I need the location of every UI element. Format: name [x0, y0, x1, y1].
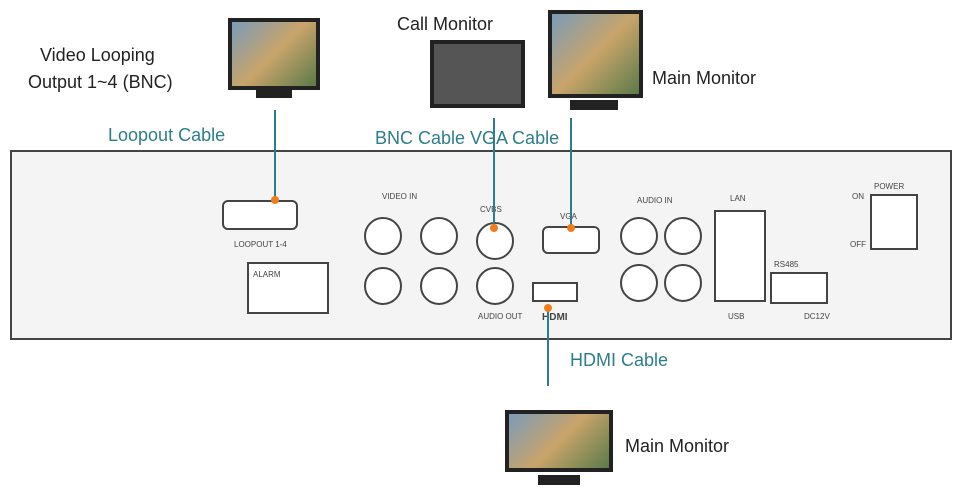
vga-port[interactable] — [542, 226, 600, 254]
bnc-vga-cable-label: BNC Cable VGA Cable — [375, 128, 560, 148]
vga-cable — [570, 118, 572, 228]
hdmi-cable-label: HDMI Cable — [570, 350, 669, 370]
video-looping-label: Video Looping — [40, 45, 155, 65]
hdmi-cable — [547, 310, 549, 386]
power-label: POWER — [874, 182, 905, 191]
rs485-label: RS485 — [774, 260, 799, 269]
bnc-cable — [493, 118, 495, 228]
hdmi-label: HDMI — [542, 312, 568, 323]
video-in-4[interactable] — [364, 267, 402, 305]
rs485-terminal[interactable] — [770, 272, 828, 304]
audio-in-1[interactable] — [664, 217, 702, 255]
vga-dot — [567, 224, 575, 232]
audio-in-3[interactable] — [620, 217, 658, 255]
lan-label: LAN — [730, 194, 746, 203]
video-in-1[interactable] — [420, 217, 458, 255]
audio-out-label: AUDIO OUT — [478, 312, 523, 321]
alarm-terminal[interactable] — [247, 262, 329, 314]
loopout-cable — [274, 110, 276, 200]
usb-label: USB — [728, 312, 745, 321]
video-in-2[interactable] — [420, 267, 458, 305]
loopout-dot — [271, 196, 279, 204]
dvr-rear-panel: LOOPOUT 1-4 VIDEO IN CVBS AUDIO OUT VGA … — [10, 150, 952, 340]
audio-in-2[interactable] — [664, 264, 702, 302]
main-monitor-top-label: Main Monitor — [652, 68, 757, 88]
output-label: Output 1~4 (BNC) — [28, 72, 173, 92]
loopout-cable-label: Loopout Cable — [108, 125, 226, 145]
audio-out-port[interactable] — [476, 267, 514, 305]
cvbs-label: CVBS — [480, 205, 502, 214]
power-switch[interactable] — [870, 194, 918, 250]
audio-in-label: AUDIO IN — [637, 196, 673, 205]
call-monitor-label: Call Monitor — [397, 14, 494, 34]
video-in-label: VIDEO IN — [382, 192, 418, 201]
audio-in-4[interactable] — [620, 264, 658, 302]
main-monitor-bottom-label: Main Monitor — [625, 436, 730, 456]
off-label: OFF — [850, 240, 866, 249]
video-in-3[interactable] — [364, 217, 402, 255]
loopout-port[interactable] — [222, 200, 298, 230]
lan-port[interactable] — [714, 210, 766, 302]
alarm-label: ALARM — [253, 270, 281, 279]
loopout-label: LOOPOUT 1-4 — [234, 240, 287, 249]
hdmi-dot — [544, 304, 552, 312]
hdmi-port[interactable] — [532, 282, 578, 302]
on-label: ON — [852, 192, 864, 201]
dc-label: DC12V — [804, 312, 830, 321]
bnc-dot — [490, 224, 498, 232]
vga-label: VGA — [560, 212, 577, 221]
